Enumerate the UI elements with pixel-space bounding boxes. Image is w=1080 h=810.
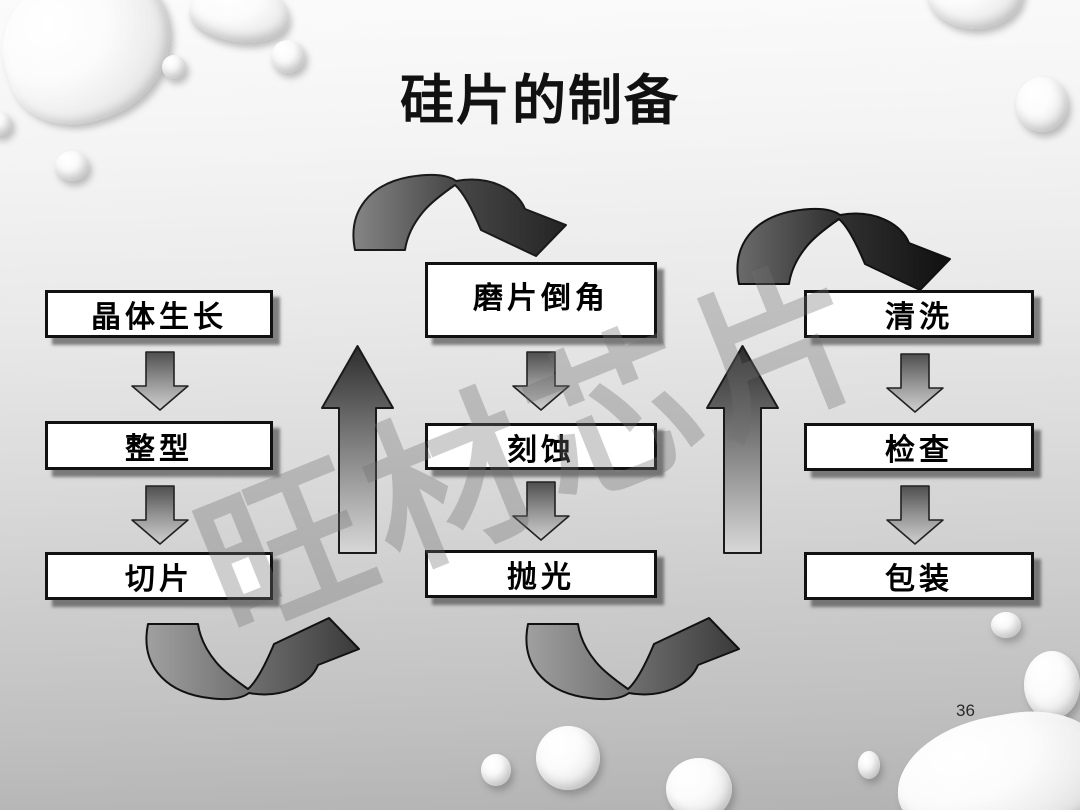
curved-uturn-arrow-icon xyxy=(525,617,740,701)
down-arrow-icon xyxy=(512,481,570,541)
down-arrow-icon xyxy=(131,351,189,411)
water-droplet xyxy=(271,40,305,73)
water-droplet xyxy=(162,55,186,79)
flow-step-inspection: 检查 xyxy=(804,423,1034,471)
flow-step-lapping-edge-rounding: 磨片倒角 xyxy=(425,262,657,338)
down-arrow-icon xyxy=(886,353,944,413)
water-droplet xyxy=(0,112,12,136)
water-droplet xyxy=(666,758,732,810)
flow-step-polishing: 抛光 xyxy=(425,550,657,598)
flow-step-packaging: 包装 xyxy=(804,552,1034,600)
flow-step-shaping: 整型 xyxy=(45,421,273,470)
water-droplet xyxy=(536,726,600,790)
water-droplet xyxy=(1016,77,1068,132)
water-droplet xyxy=(858,751,880,779)
down-arrow-icon xyxy=(512,351,570,411)
water-droplet xyxy=(481,754,511,786)
down-arrow-icon xyxy=(131,485,189,545)
slide-title: 硅片的制备 xyxy=(400,71,680,131)
water-droplet xyxy=(887,698,1080,810)
down-arrow-icon xyxy=(886,485,944,545)
flow-step-etching: 刻蚀 xyxy=(425,423,657,470)
water-droplet xyxy=(186,0,294,49)
water-droplet xyxy=(927,0,1023,29)
water-droplet xyxy=(1024,651,1080,719)
curved-uturn-arrow-icon xyxy=(145,617,360,701)
flow-step-crystal-growth: 晶体生长 xyxy=(45,290,273,338)
curved-arch-arrow-icon xyxy=(352,173,567,257)
curved-arch-arrow-icon xyxy=(736,207,951,291)
up-arrow-icon xyxy=(706,345,779,554)
page-number: 36 xyxy=(956,701,975,720)
water-droplet xyxy=(55,151,89,181)
flow-step-cleaning: 清洗 xyxy=(804,290,1034,338)
flow-step-slicing: 切片 xyxy=(45,552,273,600)
up-arrow-icon xyxy=(321,345,394,554)
water-droplet xyxy=(991,612,1021,638)
